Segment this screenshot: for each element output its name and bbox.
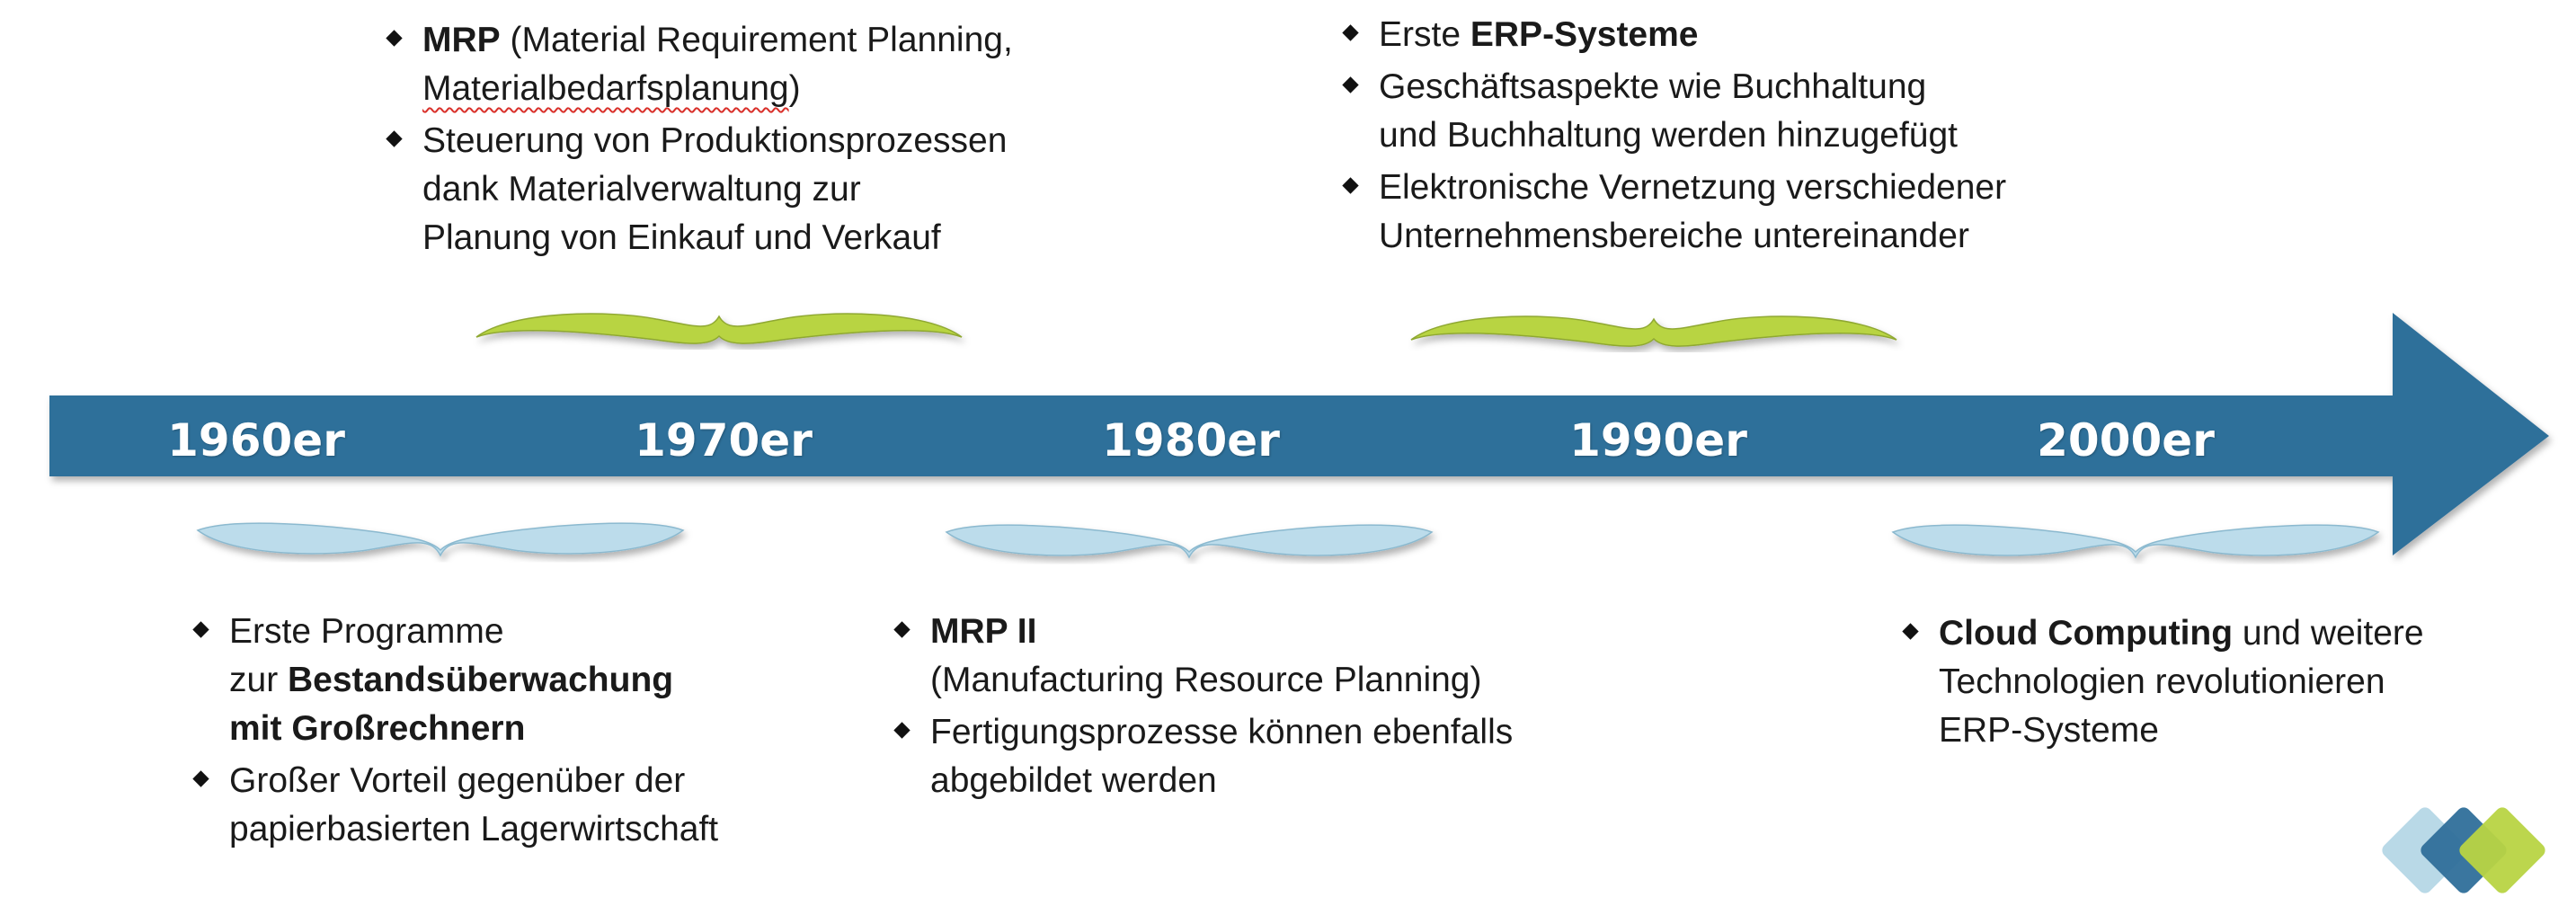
era-label-1970: 1970er: [635, 414, 813, 466]
programs-line-1: Erste Programme: [229, 612, 504, 651]
mrp2-bullet-1: MRP II (Manufacturing Resource Planning): [893, 608, 1513, 705]
cloud-line-3: ERP-Systeme: [1939, 711, 2159, 750]
bullet-diamond-icon: [1902, 623, 1919, 640]
erp-desc-line-1: Geschäftsaspekte wie Buchhaltung: [1379, 67, 1927, 106]
bullet-diamond-icon: [386, 130, 403, 147]
cloud-line-1-rest: und weitere: [2233, 614, 2424, 653]
brand-logo: [2382, 807, 2545, 893]
erp-desc-line-3: Elektronische Vernetzung verschiedener: [1379, 168, 2007, 207]
programs-bullet-2: Großer Vorteil gegenüber der papierbasie…: [191, 757, 718, 854]
erp-note: Erste ERP-Systeme Geschäftsaspekte wie B…: [1341, 11, 2006, 264]
era-label-1990: 1990er: [1569, 414, 1747, 466]
mrp-expansion: (Material Requirement Planning,: [500, 21, 1013, 59]
bullet-diamond-icon: [893, 722, 910, 739]
erp-bullet-1: Erste ERP-Systeme: [1341, 11, 2006, 59]
mrp-note: MRP (Material Requirement Planning, Mate…: [385, 16, 1013, 266]
mrp-desc-line-1: Steuerung von Produktionsprozessen: [422, 121, 1008, 160]
timeline-arrow: [49, 313, 2549, 555]
bullet-diamond-icon: [1342, 76, 1359, 93]
bullet-diamond-icon: [1342, 24, 1359, 41]
erp-bullet-2: Geschäftsaspekte wie Buchhaltung und Buc…: [1341, 63, 2006, 160]
brace-top-mrp: [475, 313, 963, 344]
cloud-title: Cloud Computing: [1939, 614, 2234, 653]
programs-line-3-bold: mit Großrechnern: [229, 709, 526, 748]
era-label-1960: 1960er: [167, 414, 345, 466]
bullet-diamond-icon: [192, 770, 209, 787]
mrp-german-term: Materialbedarfsplanung: [422, 69, 789, 108]
erp-desc-line-2: und Buchhaltung werden hinzugefügt: [1379, 116, 1958, 155]
mrp-desc-line-3: Planung von Einkauf und Verkauf: [422, 218, 941, 257]
programs-line-4: Großer Vorteil gegenüber der: [229, 761, 686, 800]
mrp-paren-close: ): [788, 69, 801, 108]
cloud-line-2: Technologien revolutionieren: [1939, 662, 2385, 701]
mrp2-desc-line-2: abgebildet werden: [930, 761, 1217, 800]
programs-note: Erste Programme zur Bestandsüberwachung …: [191, 608, 718, 857]
mrp-bullet-1: MRP (Material Requirement Planning, Mate…: [385, 16, 1013, 113]
erp-bullet-3: Elektronische Vernetzung verschiedener U…: [1341, 164, 2006, 261]
mrp-bullet-2: Steuerung von Produktionsprozessen dank …: [385, 117, 1013, 262]
brace-bottom-programs: [196, 522, 685, 557]
bullet-diamond-icon: [1342, 177, 1359, 194]
mrp2-note: MRP II (Manufacturing Resource Planning)…: [893, 608, 1513, 809]
cloud-bullet-1: Cloud Computing und weitere Technologien…: [1901, 609, 2424, 755]
mrp2-desc-line-1: Fertigungsprozesse können ebenfalls: [930, 713, 1514, 751]
programs-bullet-1: Erste Programme zur Bestandsüberwachung …: [191, 608, 718, 753]
mrp2-expansion: (Manufacturing Resource Planning): [930, 661, 1482, 699]
brace-top-erp: [1410, 315, 1897, 347]
programs-line-2-bold: Bestandsüberwachung: [288, 661, 674, 699]
mrp2-title: MRP II: [930, 612, 1037, 651]
erp-prefix: Erste: [1379, 15, 1470, 54]
mrp-desc-line-2: dank Materialverwaltung zur: [422, 170, 861, 209]
mrp2-bullet-2: Fertigungsprozesse können ebenfalls abge…: [893, 708, 1513, 805]
programs-line-5: papierbasierten Lagerwirtschaft: [229, 810, 719, 848]
brace-bottom-mrp2: [945, 524, 1434, 559]
erp-desc-line-4: Unternehmensbereiche untereinander: [1379, 217, 1969, 255]
bullet-diamond-icon: [386, 30, 403, 47]
mrp-title: MRP: [422, 21, 501, 59]
era-label-1980: 1980er: [1102, 414, 1280, 466]
cloud-note: Cloud Computing und weitere Technologien…: [1901, 609, 2424, 759]
bullet-diamond-icon: [192, 621, 209, 638]
bullet-diamond-icon: [893, 621, 910, 638]
era-label-2000: 2000er: [2037, 414, 2215, 466]
erp-title: ERP-Systeme: [1470, 15, 1699, 54]
programs-line-2-prefix: zur: [229, 661, 289, 699]
brace-bottom-cloud: [1891, 524, 2380, 559]
